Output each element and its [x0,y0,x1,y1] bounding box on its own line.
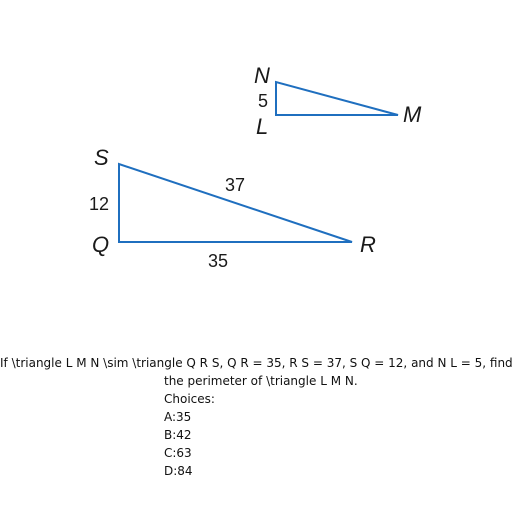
side-sq-label: 12 [89,194,109,214]
question-text-line-2: the perimeter of \triangle L M N. [164,374,358,388]
choice-c: C:63 [164,446,192,460]
choice-b: B:42 [164,428,192,442]
vertex-s-label: S [94,145,109,170]
vertex-m-label: M [403,102,422,127]
choices-title: Choices: [164,392,215,406]
side-qr-label: 35 [208,251,228,271]
choice-d: D:84 [164,464,193,478]
triangle-lmn [275,80,399,116]
vertex-l-label: L [256,114,268,139]
vertex-n-label: N [254,63,270,88]
side-rs-label: 37 [225,175,245,195]
side-nl-label: 5 [258,91,268,111]
triangle-qrs [118,162,353,243]
question-text-line-1: If \triangle L M N \sim \triangle Q R S,… [0,356,512,370]
vertex-q-label: Q [92,232,109,257]
vertex-r-label: R [360,232,376,257]
geometry-figure: N 5 L M S 12 Q 37 35 R [89,63,422,271]
choice-a: A:35 [164,410,192,424]
question-block: If \triangle L M N \sim \triangle Q R S,… [0,354,512,480]
